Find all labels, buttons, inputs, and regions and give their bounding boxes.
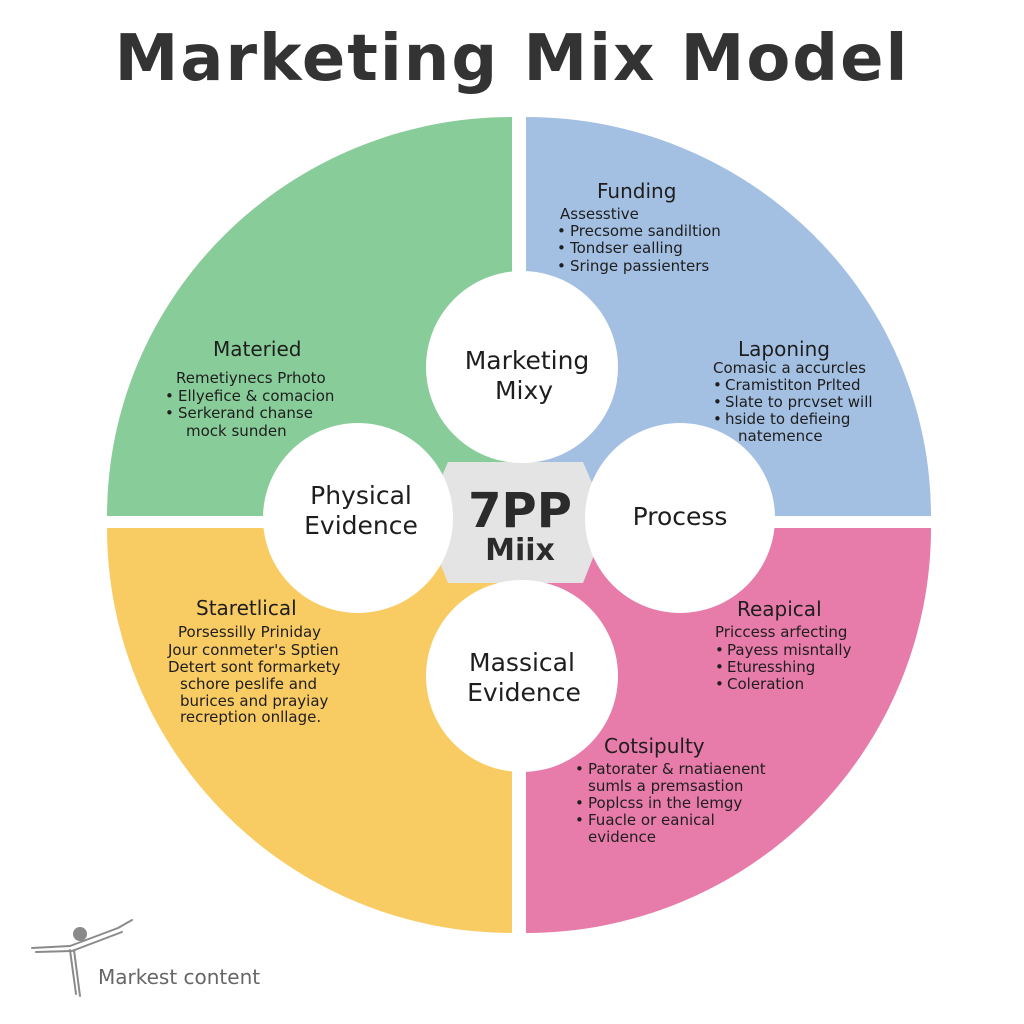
cotsipulty-continuation: sumls a premsastion [588, 777, 743, 795]
laponing-bullet: hside to defieing [725, 410, 850, 428]
cotsipulty-bullet-mark: • [575, 760, 584, 778]
funding-title: Funding [597, 179, 676, 203]
page-title: Marketing Mix Model [114, 22, 910, 96]
circle-top-label-line2: Mixy [495, 376, 553, 405]
reapical-bullet: Eturesshing [727, 658, 815, 676]
reapical-bullet-mark: • [715, 658, 724, 676]
top-left-bullet: Serkerand chanse [178, 404, 313, 422]
funding-bullet: Precsome sandiltion [570, 222, 721, 240]
funding-bullet: Sringe passienters [570, 257, 709, 275]
circle-top-label-line1: Marketing [465, 346, 590, 375]
circle-right [585, 423, 775, 613]
center-label-line1: 7PP [468, 483, 572, 539]
laponing-bullet: Cramistiton Prlted [725, 376, 861, 394]
reapical-bullet: Payess misntally [727, 641, 852, 659]
cotsipulty-bullet-mark: • [575, 794, 584, 812]
circle-left-label-line1: Physical [310, 481, 412, 510]
circle-left-label-line2: Evidence [304, 511, 418, 540]
cotsipulty-bullet: Fuacle or eanical [588, 811, 715, 829]
top-left-bullet-mark: • [165, 404, 174, 422]
cotsipulty-continuation: evidence [588, 828, 656, 846]
reapical-subtitle: Priccess arfecting [715, 623, 847, 641]
gymnast-logo-icon [31, 919, 133, 997]
reapical-bullet-mark: • [715, 641, 724, 659]
top-left-continuation: mock sunden [186, 422, 287, 440]
top-left-bullet: Ellyefice & comacion [178, 387, 334, 405]
bottom-left-title: Staretlical [196, 596, 297, 620]
bottom-left-line: schore peslife and [180, 675, 317, 693]
bottom-left-line: burices and prayiay [180, 692, 329, 710]
quadrant-bottom-right [526, 528, 931, 933]
laponing-bullet-mark: • [713, 393, 722, 411]
funding-subtitle: Assesstive [560, 205, 639, 223]
funding-bullet: Tondser ealling [569, 239, 683, 257]
cotsipulty-bullet: Patorater & rnatiaenent [588, 760, 766, 778]
reapical-title: Reapical [737, 597, 822, 621]
reapical-bullet-mark: • [715, 675, 724, 693]
funding-block: Funding Assesstive • Precsome sandiltion… [557, 179, 721, 275]
laponing-block: Laponing Comasic a accurcles • Cramistit… [713, 337, 873, 445]
laponing-bullet-mark: • [713, 376, 722, 394]
bottom-left-line: Detert sont formarkety [168, 658, 340, 676]
funding-bullet-mark: • [557, 239, 566, 257]
top-left-subtitle: Remetiynecs Prhoto [176, 369, 326, 387]
top-left-block: Materied Remetiynecs Prhoto • Ellyefice … [165, 337, 334, 440]
circle-left [263, 423, 453, 613]
bottom-left-line: recreption onllage. [180, 708, 321, 726]
center-hexagon [423, 462, 608, 583]
funding-bullet-mark: • [557, 257, 566, 275]
circle-bottom-label-line1: Massical [469, 648, 575, 677]
top-left-bullet-mark: • [165, 387, 174, 405]
cotsipulty-bullet: Poplcss in the lemgy [588, 794, 742, 812]
center-label-line2: Miix [485, 533, 555, 568]
laponing-continuation: natemence [738, 427, 823, 445]
laponing-title: Laponing [738, 337, 830, 361]
laponing-subtitle: Comasic a accurcles [713, 359, 866, 377]
laponing-bullet-mark: • [713, 410, 722, 428]
quadrant-top-right [526, 117, 931, 516]
circle-bottom-label-line2: Evidence [467, 678, 581, 707]
reapical-block: Reapical Priccess arfecting • Payess mis… [715, 597, 852, 693]
circle-bottom [426, 580, 618, 772]
circle-top [426, 271, 618, 463]
quadrant-top-left [107, 117, 512, 516]
circle-right-label: Process [633, 502, 728, 531]
cotsipulty-title: Cotsipulty [604, 734, 705, 758]
funding-bullet-mark: • [557, 222, 566, 240]
bottom-left-line: Porsessilly Priniday [178, 623, 321, 641]
bottom-left-line: Jour conmeter's Sptien [167, 641, 339, 659]
cotsipulty-block: Cotsipulty • Patorater & rnatiaenent sum… [575, 734, 766, 846]
cotsipulty-bullet-mark: • [575, 811, 584, 829]
bottom-left-block: Staretlical Porsessilly Priniday Jour co… [167, 596, 340, 726]
footer-caption: Markest content [98, 965, 260, 989]
top-left-title: Materied [213, 337, 301, 361]
quadrant-bottom-left [107, 528, 512, 933]
reapical-bullet: Coleration [727, 675, 804, 693]
laponing-bullet: Slate to prcvset will [725, 393, 873, 411]
